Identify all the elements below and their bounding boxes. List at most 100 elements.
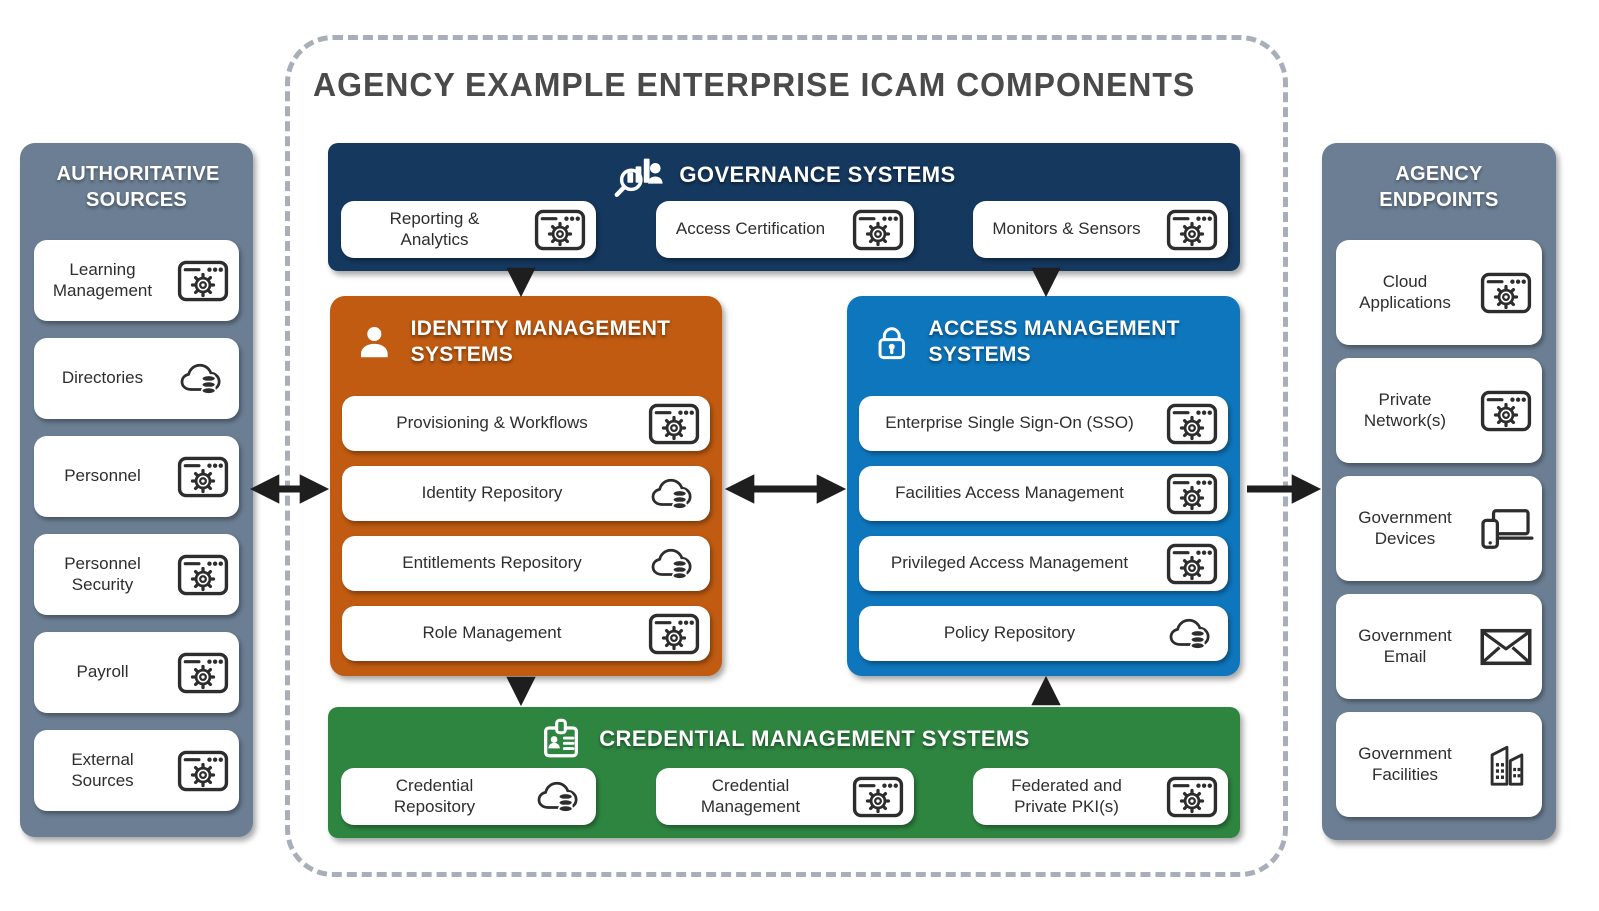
- credential-header: CREDENTIAL MANAGEMENT SYSTEMS: [328, 713, 1240, 765]
- card-label: Government Email: [1358, 626, 1452, 666]
- access-certification-card: Access Certification: [655, 201, 914, 258]
- diagram-title: AGENCY EXAMPLE ENTERPRISE ICAM COMPONENT…: [313, 66, 1196, 103]
- credential-title: CREDENTIAL MANAGEMENT SYSTEMS: [599, 726, 1030, 751]
- card-label: Provisioning & Workflows: [396, 413, 588, 433]
- card-label: Monitors & Sensors: [992, 219, 1141, 239]
- government-facilities-card: Government Facilities: [1336, 712, 1542, 817]
- authoritative-sources-list: Learning Management Directories Personne…: [34, 240, 239, 811]
- app-gear-icon: [171, 652, 235, 694]
- governance-systems-panel: GOVERNANCE SYSTEMS Reporting & Analytics…: [328, 143, 1240, 271]
- identity-items: Provisioning & Workflows Identity Reposi…: [342, 396, 710, 661]
- card-label: Personnel Security: [64, 554, 141, 594]
- app-gear-icon: [171, 260, 235, 302]
- identity-repository-card: Identity Repository: [342, 466, 710, 521]
- app-gear-icon: [642, 613, 706, 655]
- card-label: Personnel: [64, 466, 141, 486]
- card-label: Identity Repository: [421, 483, 563, 503]
- app-gear-icon: [1160, 776, 1224, 818]
- email-icon: [1474, 627, 1538, 667]
- credential-repository-card: Credential Repository: [341, 768, 596, 825]
- governance-items: Reporting & Analytics Access Certificati…: [341, 201, 1228, 258]
- cloud-database-icon: [642, 473, 706, 515]
- lock-icon: [873, 319, 911, 365]
- person-icon: [356, 319, 393, 365]
- app-gear-icon: [846, 776, 910, 818]
- card-label: Directories: [61, 368, 144, 388]
- app-gear-icon: [171, 456, 235, 498]
- card-label: Role Management: [422, 623, 562, 643]
- cloud-applications-card: Cloud Applications: [1336, 240, 1542, 345]
- analytics-search-icon: [612, 149, 664, 201]
- buildings-icon: [1474, 742, 1538, 788]
- cloud-database-icon: [642, 543, 706, 585]
- directories-card: Directories: [34, 338, 239, 419]
- government-email-card: Government Email: [1336, 594, 1542, 699]
- reporting-analytics-card: Reporting & Analytics: [341, 201, 596, 258]
- learning-management-card: Learning Management: [34, 240, 239, 321]
- card-label: Entitlements Repository: [402, 553, 582, 573]
- privileged-access-card: Privileged Access Management: [859, 536, 1228, 591]
- card-label: Government Facilities: [1358, 744, 1452, 784]
- credential-management-panel: CREDENTIAL MANAGEMENT SYSTEMS Credential…: [328, 707, 1240, 838]
- app-gear-icon: [1474, 390, 1538, 432]
- card-label: Payroll: [76, 662, 129, 682]
- authoritative-sources-panel: AUTHORITATIVE SOURCES Learning Managemen…: [20, 143, 253, 837]
- app-gear-icon: [1160, 209, 1224, 251]
- policy-repository-card: Policy Repository: [859, 606, 1228, 661]
- enterprise-sso-card: Enterprise Single Sign-On (SSO): [859, 396, 1228, 451]
- credential-items: Credential Repository Credential Managem…: [341, 768, 1228, 825]
- entitlements-repository-card: Entitlements Repository: [342, 536, 710, 591]
- personnel-card: Personnel: [34, 436, 239, 517]
- role-management-card: Role Management: [342, 606, 710, 661]
- cloud-database-icon: [528, 776, 592, 818]
- personnel-security-card: Personnel Security: [34, 534, 239, 615]
- external-sources-card: External Sources: [34, 730, 239, 811]
- identity-management-panel: IDENTITY MANAGEMENT SYSTEMS Provisioning…: [330, 296, 722, 676]
- governance-header: GOVERNANCE SYSTEMS: [328, 149, 1240, 201]
- id-badge-icon: [538, 716, 584, 762]
- card-label: Credential Repository: [393, 776, 476, 816]
- card-label: Privileged Access Management: [890, 553, 1129, 573]
- card-label: External Sources: [71, 750, 134, 790]
- app-gear-icon: [1160, 473, 1224, 515]
- identity-title: IDENTITY MANAGEMENT SYSTEMS: [410, 317, 671, 367]
- card-label: Federated and Private PKI(s): [1011, 776, 1122, 816]
- enterprise-boundary-frame: [285, 35, 1288, 877]
- card-label: Private Network(s): [1363, 390, 1447, 430]
- provisioning-workflows-card: Provisioning & Workflows: [342, 396, 710, 451]
- facilities-access-card: Facilities Access Management: [859, 466, 1228, 521]
- card-label: Enterprise Single Sign-On (SSO): [885, 413, 1134, 433]
- private-networks-card: Private Network(s): [1336, 358, 1542, 463]
- authoritative-sources-title: AUTHORITATIVE SOURCES: [56, 163, 220, 211]
- access-items: Enterprise Single Sign-On (SSO) Faciliti…: [859, 396, 1228, 661]
- card-label: Credential Management: [700, 776, 801, 816]
- payroll-card: Payroll: [34, 632, 239, 713]
- access-title: ACCESS MANAGEMENT SYSTEMS: [928, 317, 1180, 367]
- card-label: Government Devices: [1358, 508, 1452, 548]
- agency-endpoints-list: Cloud Applications Private Network(s) Go…: [1336, 240, 1542, 817]
- cloud-database-icon: [171, 358, 235, 400]
- identity-header: IDENTITY MANAGEMENT SYSTEMS: [330, 296, 722, 369]
- credential-management-card: Credential Management: [655, 768, 914, 825]
- cloud-database-icon: [1160, 613, 1224, 655]
- monitors-sensors-card: Monitors & Sensors: [973, 201, 1228, 258]
- card-label: Access Certification: [675, 219, 826, 239]
- devices-icon: [1474, 506, 1538, 552]
- governance-title: GOVERNANCE SYSTEMS: [679, 162, 956, 187]
- card-label: Facilities Access Management: [895, 483, 1124, 503]
- access-header: ACCESS MANAGEMENT SYSTEMS: [847, 296, 1240, 369]
- agency-endpoints-panel: AGENCY ENDPOINTS Cloud Applications Priv…: [1322, 143, 1556, 840]
- card-label: Policy Repository: [943, 623, 1076, 643]
- app-gear-icon: [1160, 403, 1224, 445]
- app-gear-icon: [528, 209, 592, 251]
- agency-endpoints-title: AGENCY ENDPOINTS: [1379, 163, 1499, 211]
- app-gear-icon: [1160, 543, 1224, 585]
- card-label: Learning Management: [52, 260, 153, 300]
- government-devices-card: Government Devices: [1336, 476, 1542, 581]
- app-gear-icon: [171, 554, 235, 596]
- app-gear-icon: [846, 209, 910, 251]
- app-gear-icon: [171, 750, 235, 792]
- access-management-panel: ACCESS MANAGEMENT SYSTEMS Enterprise Sin…: [847, 296, 1240, 676]
- app-gear-icon: [642, 403, 706, 445]
